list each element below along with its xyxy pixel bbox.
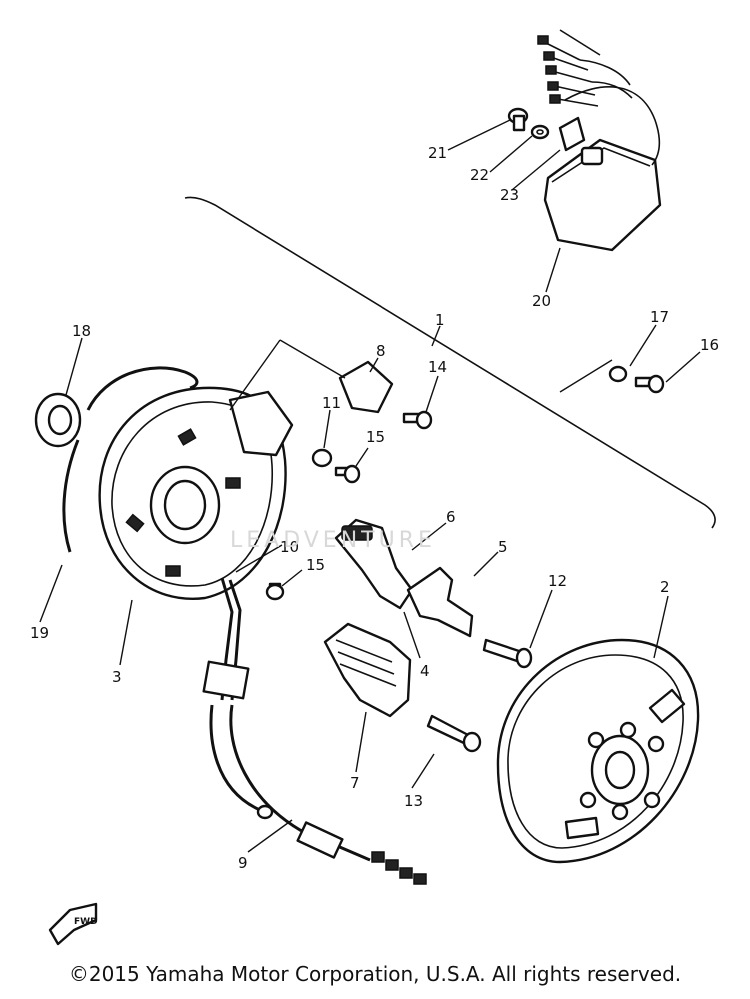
wire-harness [202, 577, 427, 885]
callout-21: 21 [428, 144, 447, 162]
washer-22 [530, 124, 550, 140]
screw-14 [402, 410, 433, 430]
callout-14: 14 [428, 358, 447, 376]
watermark-text: LEADVENTURE [230, 528, 436, 553]
callout-6: 6 [446, 508, 456, 526]
callout-12: 12 [548, 572, 567, 590]
o-ring [62, 366, 199, 553]
screw-13 [426, 714, 482, 753]
lighting-coil [323, 622, 412, 718]
screw-15-upper [334, 464, 361, 484]
flywheel-rotor [496, 638, 700, 864]
callout-10: 10 [280, 538, 299, 556]
callout-7: 7 [350, 774, 360, 792]
callout-4: 4 [420, 662, 430, 680]
callout-17: 17 [650, 308, 669, 326]
callout-8: 8 [376, 342, 386, 360]
bracket-23 [558, 116, 586, 152]
callout-19: 19 [30, 624, 49, 642]
callout-labels: 1 2 3 4 5 6 7 8 9 10 11 12 13 14 15 15 1… [30, 144, 719, 872]
screw-15-lower [265, 582, 285, 601]
washer-17 [608, 365, 628, 383]
forward-arrow-label: FWD [74, 917, 98, 927]
coil-bracket [406, 566, 474, 638]
callout-15-upper: 15 [366, 428, 385, 446]
callout-3: 3 [112, 668, 122, 686]
callout-15-lower: 15 [306, 556, 325, 574]
cdi-unit [537, 29, 662, 252]
copyright-notice: ©2015 Yamaha Motor Corporation, U.S.A. A… [68, 962, 682, 986]
screw-11 [311, 448, 333, 468]
callout-1: 1 [435, 311, 445, 329]
callout-11: 11 [322, 394, 341, 412]
callout-22: 22 [470, 166, 489, 184]
bolt-21 [507, 107, 529, 132]
screw-12 [482, 638, 533, 669]
leader-lines [39, 119, 701, 853]
screw-16 [634, 374, 665, 394]
callout-2: 2 [660, 578, 670, 596]
callout-20: 20 [532, 292, 551, 310]
stator-base-plate [98, 386, 294, 600]
callout-9: 9 [238, 854, 248, 872]
callout-16: 16 [700, 336, 719, 354]
callout-13: 13 [404, 792, 423, 810]
callout-18: 18 [72, 322, 91, 340]
oil-seal [34, 392, 82, 448]
forward-arrow-icon: FWD [48, 902, 98, 946]
callout-23: 23 [500, 186, 519, 204]
callout-5: 5 [498, 538, 508, 556]
contact-breaker [338, 360, 394, 414]
assembly-bracket-line [184, 196, 716, 529]
